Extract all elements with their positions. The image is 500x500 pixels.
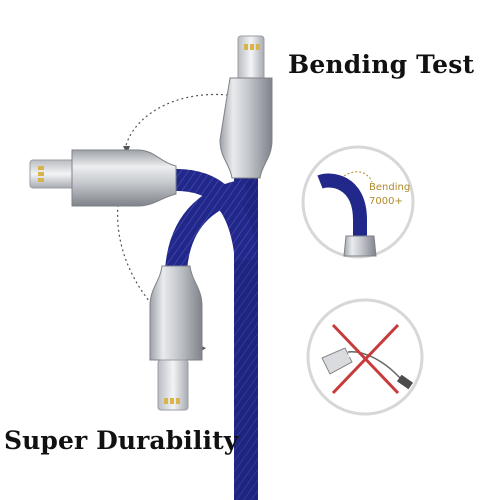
- no-break-icon: [306, 298, 424, 416]
- connector-left: [29, 149, 177, 207]
- cable-bend-icon: [301, 145, 415, 259]
- bending-test-heading: Bending Test: [288, 50, 475, 79]
- connector-top: [219, 35, 273, 179]
- cable-bend-lower: [165, 179, 249, 272]
- connector-bottom: [149, 265, 203, 411]
- super-durability-heading: Super Durability: [4, 426, 239, 455]
- bend-label-line1: Bending: [369, 182, 411, 193]
- bend-count-label: Bending 7000+: [369, 181, 410, 209]
- bend-label-line2: 7000+: [369, 196, 403, 207]
- motion-arcs: [117, 93, 229, 349]
